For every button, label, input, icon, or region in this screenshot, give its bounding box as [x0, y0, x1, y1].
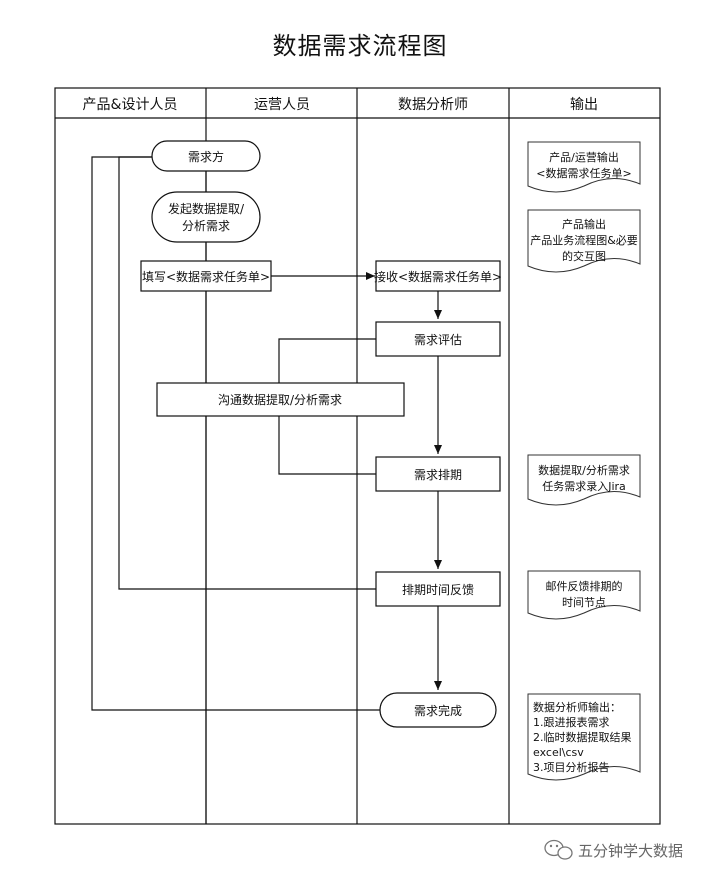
output-doc-3-line1: 数据提取/分析需求 [538, 463, 630, 477]
watermark: 五分钟学大数据 [544, 839, 683, 860]
node-initiate-line2: 分析需求 [182, 219, 230, 233]
output-doc-2 [527, 209, 641, 273]
node-complete [379, 692, 497, 728]
output-doc-4-line2: 时间节点 [562, 596, 606, 609]
node-fill-form-label: 填写<数据需求任务单> [142, 269, 270, 284]
node-requester-label: 需求方 [188, 149, 224, 164]
page-title: 数据需求流程图 [272, 32, 448, 60]
connector-communicate-to-schedule [278, 416, 376, 475]
output-doc-4-line1: 邮件反馈排期的 [546, 579, 623, 593]
output-doc-5-line2: 1.跟进报表需求 [533, 715, 610, 729]
node-requester [151, 140, 261, 172]
output-doc-5-line4: excel\csv [533, 746, 584, 759]
output-doc-1 [527, 141, 641, 193]
lane-headers: 产品&设计人员 运营人员 数据分析师 输出 [83, 97, 598, 113]
watermark-text: 五分钟学大数据 [578, 842, 683, 860]
output-doc-3 [527, 454, 641, 506]
output-doc-2-line1: 产品输出 [562, 217, 606, 231]
output-doc-4 [527, 570, 641, 620]
wechat-icon [544, 839, 573, 860]
output-doc-2-line3: 的交互图 [562, 249, 606, 263]
lane-header-operations: 运营人员 [254, 97, 310, 113]
lane-header-product: 产品&设计人员 [83, 97, 178, 113]
node-feedback [375, 571, 501, 607]
output-doc-2-line2: 产品业务流程图&必要 [530, 233, 638, 247]
connector-complete-to-requester [91, 156, 380, 711]
output-doc-1-line2: <数据需求任务单> [536, 166, 631, 180]
node-communicate [156, 382, 405, 417]
output-doc-5 [527, 693, 641, 781]
output-doc-5-line3: 2.临时数据提取结果 [533, 730, 632, 744]
output-doc-3-line2: 任务需求录入Jira [542, 480, 626, 493]
node-communicate-label: 沟通数据提取/分析需求 [218, 392, 342, 407]
node-evaluate-label: 需求评估 [414, 333, 462, 347]
node-initiate [151, 191, 261, 243]
lane-header-output: 输出 [570, 97, 598, 113]
node-initiate-line1: 发起数据提取/ [168, 201, 245, 216]
node-schedule-label: 需求排期 [414, 468, 462, 482]
node-receive-form-label: 接收<数据需求任务单> [374, 269, 502, 284]
lane-header-analyst: 数据分析师 [398, 97, 468, 113]
output-documents: 产品/运营输出 <数据需求任务单> 产品输出 产品业务流程图&必要 的交互图 数… [527, 141, 641, 781]
node-complete-label: 需求完成 [414, 703, 462, 718]
output-doc-1-line1: 产品/运营输出 [549, 150, 619, 164]
process-nodes: 需求方 发起数据提取/ 分析需求 填写<数据需求任务单> 接收<数据需求任务单>… [140, 140, 502, 728]
node-feedback-label: 排期时间反馈 [402, 583, 474, 597]
node-evaluate [375, 321, 501, 357]
output-doc-5-line1: 数据分析师输出： [533, 700, 621, 714]
connectors [91, 156, 442, 824]
connector-evaluate-to-communicate [278, 338, 376, 385]
node-fill-form [140, 260, 272, 292]
node-receive-form [375, 260, 501, 292]
node-schedule [375, 456, 501, 492]
output-doc-5-line5: 3.项目分析报告 [533, 760, 610, 774]
